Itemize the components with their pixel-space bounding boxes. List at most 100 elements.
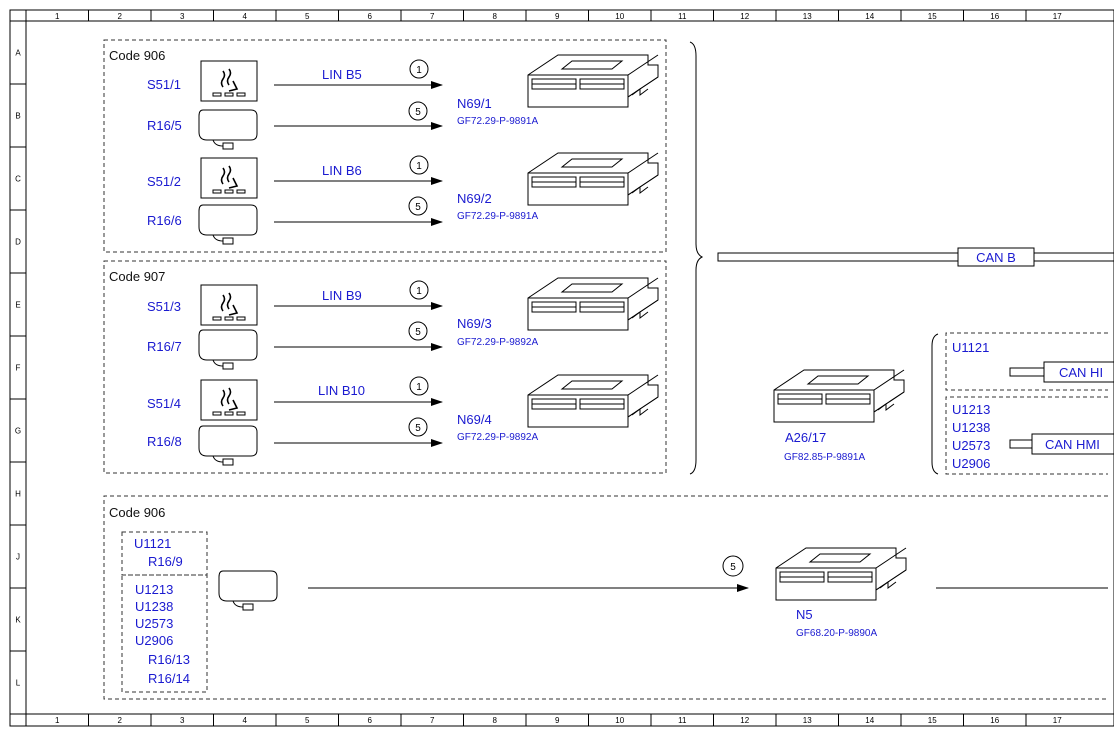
bottom-variant-code-b-2: U1238 [135,599,173,614]
variant-box-a [945,332,1108,391]
seat-heater-switch-icon [200,379,258,421]
seat-heater-mat-icon [218,570,278,611]
bottom-variant-code-b-3: U2573 [135,616,173,631]
grid-column-label: 1 [55,12,60,21]
bottom-variant-code-a: U1121 [134,536,171,551]
grid-column-label: 2 [118,12,123,21]
grid-column-label: 17 [1053,12,1062,21]
grid-column-label: 4 [243,12,248,21]
heater-label-2: R16/6 [147,213,182,228]
variant-code-b-3: U2573 [952,438,990,453]
grid-column-label: 12 [740,716,749,725]
variant-box-bottom-b [121,574,208,693]
circle-marker-5 [409,280,429,300]
grid-column-label: 7 [430,716,435,725]
circle-marker-1 [409,59,429,79]
grid-column-label: 15 [928,716,937,725]
group-box-mid [103,260,667,474]
grid-column-label: 10 [615,716,624,725]
switch-label-3: S51/3 [147,299,181,314]
circle-marker-2 [408,101,428,121]
circle-marker-8-text: 5 [415,423,421,434]
grid-column-label: 14 [865,12,874,21]
group-label-mid: Code 907 [109,269,165,284]
module-ref-5: GF82.85-P-9891A [784,452,865,463]
circle-marker-4-text: 5 [415,202,421,213]
module-name-3: N69/3 [457,316,492,331]
variant-box-b [945,396,1108,475]
bottom-variant-part-a: R16/9 [148,554,183,569]
grid-row-label: K [15,616,21,625]
seat-heater-mat-icon [198,329,258,370]
switch-label-2: S51/2 [147,174,181,189]
module-name-6: N5 [796,607,813,622]
grid-column-label: 8 [493,716,498,725]
heater-label-3: R16/7 [147,339,182,354]
bottom-variant-code-b-4: U2906 [135,633,173,648]
grid-column-label: 17 [1053,716,1062,725]
lin-label-4: LIN B10 [318,383,365,398]
can-hmi-label-1: CAN HI [1059,365,1103,380]
grid-column-label: 14 [865,716,874,725]
grid-column-label: 3 [180,716,185,725]
grid-column-label: 2 [118,716,123,725]
bottom-variant-code-b-1: U1213 [135,582,173,597]
module-ref-1: GF72.29-P-9891A [457,116,538,127]
can-hmi-label-box-2 [1031,433,1114,455]
circle-marker-8 [408,417,428,437]
circle-marker-2-text: 5 [415,107,421,118]
grid-row-label: F [16,364,21,373]
lin-label-3: LIN B9 [322,288,362,303]
module-ref-2: GF72.29-P-9891A [457,211,538,222]
group-box-bottom [103,495,1108,700]
module-name-1: N69/1 [457,96,492,111]
bottom-variant-part-b-2: R16/14 [148,671,190,686]
module-ref-4: GF72.29-P-9892A [457,432,538,443]
seat-heater-switch-icon [200,60,258,102]
grid-column-label: 11 [678,716,687,725]
grid-column-label: 15 [928,12,937,21]
seat-heater-mat-icon [198,109,258,150]
grid-row-label: E [15,301,20,310]
grid-row-label: D [15,238,21,247]
grid-column-label: 11 [678,12,687,21]
circle-marker-3-text: 1 [416,161,422,172]
seat-heater-switch-icon [200,284,258,326]
can-b-bus [717,252,1114,262]
grid-column-label: 12 [740,12,749,21]
grid-row-label: L [16,679,21,688]
can-hmi-label-box-1 [1043,361,1114,383]
lin-label-2: LIN B6 [322,163,362,178]
grid-column-label: 1 [55,716,60,725]
circle-marker-6 [408,321,428,341]
seat-heater-mat-icon [198,204,258,245]
module-ref-6: GF68.20-P-9890A [796,628,877,639]
circle-marker-3 [409,155,429,175]
control-unit-icon [527,54,659,108]
grid-row-label: H [15,490,21,499]
grid-column-label: 8 [493,12,498,21]
grid-column-label: 10 [615,12,624,21]
variant-code-a: U1121 [952,340,989,355]
grid-row-label: J [16,553,20,562]
control-unit-icon [527,277,659,331]
circle-marker-1-text: 1 [416,65,422,76]
variant-code-b-4: U2906 [952,456,990,471]
lin-label-1: LIN B5 [322,67,362,82]
control-unit-icon [773,369,905,423]
grid-column-label: 4 [243,716,248,725]
seat-heater-mat-icon [198,425,258,466]
grid-column-label: 7 [430,12,435,21]
grid-column-label: 5 [305,716,310,725]
group-box-top [103,39,667,253]
can-hmi-label-2: CAN HMI [1045,437,1100,452]
heater-label-1: R16/5 [147,118,182,133]
module-ref-3: GF72.29-P-9892A [457,337,538,348]
frame [9,9,1114,727]
control-unit-icon [527,152,659,206]
circle-marker-5-text: 1 [416,286,422,297]
grouping-brace [689,41,704,475]
group-label-bottom: Code 906 [109,505,165,520]
